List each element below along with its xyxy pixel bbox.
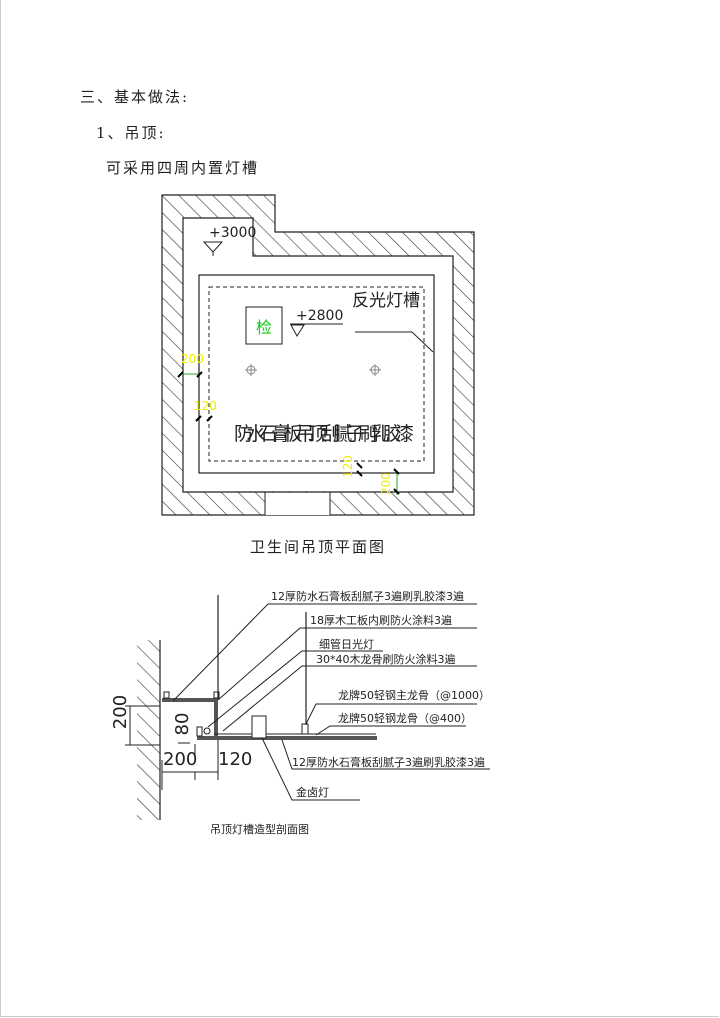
note-3: 细管日光灯: [319, 637, 374, 651]
elevation-marker-icon: [202, 241, 224, 256]
dim-80: 80: [172, 713, 193, 736]
elevation-top: +3000: [209, 225, 256, 241]
subsection-heading: 1、吊顶:: [96, 124, 166, 142]
section-heading: 三、基本做法:: [80, 88, 190, 106]
label-light-cove: 反光灯槽: [352, 291, 420, 311]
plan-caption: 卫生间吊顶平面图: [250, 538, 386, 556]
dim-120-left: 120: [194, 399, 217, 413]
ceiling-plan-drawing: 检 +3000 +2800 反光灯槽 防水石膏板吊顶刮腻子刷乳胶漆 200 12…: [161, 194, 475, 556]
access-mark: 检: [256, 318, 272, 337]
dim-120-bottom: 120: [341, 455, 355, 478]
fluorescent-tube-icon: [203, 727, 211, 735]
wall-hatch: [137, 640, 160, 820]
elevation-marker-icon: [290, 323, 343, 337]
metal-halide-lamp-icon: [251, 715, 267, 739]
cove-side-board: [214, 700, 218, 736]
section-caption: 吊顶灯槽造型剖面图: [210, 822, 309, 836]
downlight-icon: [369, 364, 381, 376]
downlight-icon: [245, 364, 257, 376]
label-ceiling-material: 防水石膏板吊顶刮腻子刷乳胶漆: [234, 422, 414, 445]
dim-200-left: 200: [181, 352, 204, 366]
intro-text: 可采用四周内置灯槽: [106, 159, 260, 177]
note-8: 金卤灯: [296, 785, 329, 799]
elevation-ceiling: +2800: [296, 308, 343, 324]
note-6: 龙牌50轻钢龙骨（@400）: [338, 711, 472, 725]
cove-section-drawing: 200 80 200 120 12厚防水石膏板刮腻子3遍刷乳胶漆3遍 18厚木工…: [110, 589, 490, 836]
cove-top-board: [162, 698, 218, 702]
access-panel: [245, 306, 283, 345]
note-7: 12厚防水石膏板刮腻子3遍刷乳胶漆3遍: [292, 755, 485, 769]
note-4: 30*40木龙骨刷防火涂料3遍: [316, 652, 456, 666]
wall-hatch: [161, 194, 475, 516]
note-1: 12厚防水石膏板刮腻子3遍刷乳胶漆3遍: [271, 589, 464, 603]
note-5: 龙牌50轻钢主龙骨（@1000）: [338, 688, 490, 702]
dim-120: 120: [218, 749, 252, 770]
dim-200-bottom: 200: [379, 472, 393, 495]
note-2: 18厚木工板内刷防火涂料3遍: [310, 613, 452, 627]
dim-200-vertical: 200: [110, 695, 131, 729]
dim-200-horizontal: 200: [163, 749, 197, 770]
ceiling-board: [197, 736, 377, 740]
light-cove-dashed: [208, 286, 425, 462]
